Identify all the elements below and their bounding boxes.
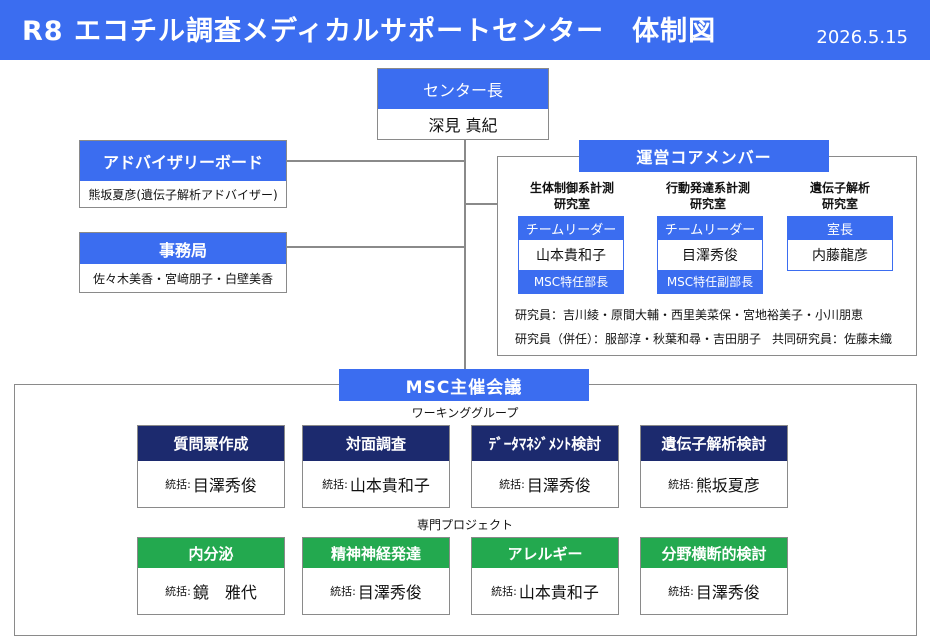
project-title: 分野横断的検討 xyxy=(641,538,787,568)
lab-role-bio: チームリーダー xyxy=(519,217,623,240)
project-lead: 統括:目澤秀俊 xyxy=(668,583,760,602)
header-bar: R8 エコチル調査メディカルサポートセンター 体制図 2026.5.15 xyxy=(0,0,930,60)
working-group-label: ワーキンググループ xyxy=(411,406,519,420)
wg-lead: 統括:目澤秀俊 xyxy=(499,476,591,495)
project-title: アレルギー xyxy=(472,538,618,568)
joint-researcher-list: 共同研究員：佐藤未織 xyxy=(772,332,893,346)
advisory-role: アドバイザリーボード xyxy=(80,141,286,181)
lab-role-genetic: 室長 xyxy=(788,217,892,240)
wg-title: 遺伝子解析検討 xyxy=(641,426,787,461)
director-name: 深見 真紀 xyxy=(428,116,498,135)
lab-person-bio: 山本貴和子 xyxy=(536,248,606,264)
director-role: センター長 xyxy=(378,69,548,109)
wg-lead: 統括:山本貴和子 xyxy=(322,476,430,495)
page-title: R8 エコチル調査メディカルサポートセンター 体制図 xyxy=(22,16,717,47)
wg-card-interview: 対面調査 統括:山本貴和子 xyxy=(302,425,450,508)
project-title: 精神神経発達 xyxy=(303,538,449,568)
project-card-endocrine: 内分泌 統括:鏡 雅代 xyxy=(137,537,285,615)
project-card-allergy: アレルギー 統括:山本貴和子 xyxy=(471,537,619,615)
page-date: 2026.5.15 xyxy=(816,27,908,48)
lab-name-bio: 生体制御系計測 研究室 xyxy=(529,181,614,211)
advisory-member: 熊坂夏彦(遺伝子解析アドバイザー) xyxy=(88,187,278,202)
office-role: 事務局 xyxy=(80,233,286,264)
lab-person-behavior: 目澤秀俊 xyxy=(682,248,738,264)
project-card-cross-field: 分野横断的検討 統括:目澤秀俊 xyxy=(640,537,788,615)
lab-team-behavior: チームリーダー 目澤秀俊 MSC特任副部長 xyxy=(657,216,763,294)
lab-team-genetic: 室長 内藤龍彦 xyxy=(787,216,893,271)
project-card-neurodevelopment: 精神神経発達 統括:目澤秀俊 xyxy=(302,537,450,615)
wg-lead: 統括:熊坂夏彦 xyxy=(668,476,760,495)
lab-person-genetic: 内藤龍彦 xyxy=(812,248,868,264)
lab-team-bio: チームリーダー 山本貴和子 MSC特任部長 xyxy=(518,216,624,294)
office-box: 事務局 佐々木美香・宮﨑朋子・白壁美香 xyxy=(79,232,287,293)
advisory-box: アドバイザリーボード 熊坂夏彦(遺伝子解析アドバイザー) xyxy=(79,140,287,208)
office-members: 佐々木美香・宮﨑朋子・白壁美香 xyxy=(92,271,273,286)
project-lead: 統括:山本貴和子 xyxy=(491,583,599,602)
wg-card-data-management: ﾃﾞｰﾀﾏﾈｼﾞﾒﾝﾄ検討 統括:目澤秀俊 xyxy=(471,425,619,508)
lab-role-behavior: チームリーダー xyxy=(658,217,762,240)
wg-title: 質問票作成 xyxy=(138,426,284,461)
lab-name-genetic: 遺伝子解析 研究室 xyxy=(809,181,870,211)
core-title: 運営コアメンバー xyxy=(579,140,829,172)
lab-name-behavior: 行動発達系計測 研究室 xyxy=(665,181,750,211)
wg-title: ﾃﾞｰﾀﾏﾈｼﾞﾒﾝﾄ検討 xyxy=(472,426,618,461)
project-title: 内分泌 xyxy=(138,538,284,568)
project-lead: 統括:目澤秀俊 xyxy=(330,583,422,602)
wg-card-genetic: 遺伝子解析検討 統括:熊坂夏彦 xyxy=(640,425,788,508)
wg-card-questionnaire: 質問票作成 統括:目澤秀俊 xyxy=(137,425,285,508)
project-label: 専門プロジェクト xyxy=(416,518,513,532)
director-box: センター長 深見 真紀 xyxy=(377,68,549,140)
wg-lead: 統括:目澤秀俊 xyxy=(165,476,257,495)
researcher-list: 研究員：吉川綾・原間大輔・西里美菜保・宮地裕美子・小川朋恵 xyxy=(515,308,864,322)
lab-subrole-behavior: MSC特任副部長 xyxy=(658,270,762,293)
project-lead: 統括:鏡 雅代 xyxy=(165,583,257,602)
lab-subrole-bio: MSC特任部長 xyxy=(519,270,623,293)
wg-title: 対面調査 xyxy=(303,426,449,461)
msc-title: MSC主催会議 xyxy=(339,369,589,401)
concurrent-researcher-list: 研究員（併任）：服部淳・秋葉和尋・吉田朋子 xyxy=(515,332,762,346)
